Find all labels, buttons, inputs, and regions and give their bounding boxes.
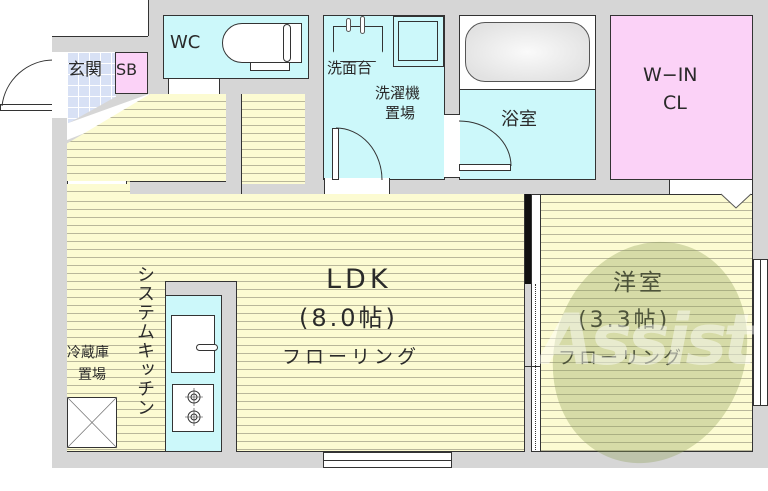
toilet-door-opening [168,79,220,95]
washroom-door-swing-icon [335,127,383,181]
bathtub-basin-icon [465,22,590,82]
shoe-box-label: SB [116,60,138,79]
washer-drain-icon [398,21,438,61]
bathroom-door-swing-icon [458,120,512,167]
washer-space-label-2: 置場 [385,104,416,122]
fridge-space-cross-icon [66,396,118,449]
entrance-opening [52,52,67,118]
washroom-door[interactable] [332,128,339,180]
kitchen-label: システムキッチン [134,265,155,417]
toilet-label: WC [170,32,201,53]
sliding-door-divider [525,366,541,367]
ldk-window-line [323,460,452,461]
closet-door-marker-icon [720,193,752,209]
washroom-door-opening [324,178,390,194]
shoe-box [115,52,148,94]
ldk-size: (8.0帖) [299,304,398,332]
bathroom-door[interactable] [459,164,511,171]
closet-opening [669,179,753,195]
western-room-flooring: フローリング [558,348,684,369]
outer-wall-top-edge [148,0,149,36]
washer-pan-icon [393,16,444,67]
bathroom-label: 浴室 [501,109,537,130]
washer-space-label-1: 洗濯機 [375,84,421,102]
western-room-size: (3.3帖) [578,308,671,333]
sliding-door-track-line [535,284,536,452]
stove-burner-icon [185,388,203,426]
hallway-partition-vertical [226,94,242,197]
bathroom-door-opening [444,114,460,178]
faucet-icon [346,18,351,32]
toilet-base-icon [250,62,290,71]
entrance-label: 玄関 [68,60,102,80]
sliding-door-panel[interactable] [525,194,531,284]
walk-in-closet [610,15,753,180]
ldk-floor-top-left [67,184,130,196]
fridge-space-label-2: 置場 [78,367,106,383]
western-room-window-line [760,259,761,406]
toilet-tank-icon [283,24,291,62]
stove-icon [172,384,214,432]
western-room-floor [540,194,753,452]
walk-in-closet-label-2: CL [663,92,687,114]
washstand-label: 洗面台 [327,59,373,77]
fridge-space-label-1: 冷蔵庫 [67,345,109,361]
washstand-sink-icon [333,26,383,62]
kitchen-faucet-icon [196,344,218,351]
walk-in-closet-label-1: W−IN [643,64,698,86]
ldk-flooring: フローリング [282,346,421,368]
watermark-text: Assist [540,299,757,381]
hallway-floor-right [237,94,305,184]
entrance-door-swing-icon [1,59,55,107]
ldk-name: LDK [326,264,392,295]
outer-wall-left-edge [52,36,148,37]
ldk-floor [67,194,525,452]
sliding-door-track[interactable] [531,194,541,452]
western-room-name: 洋室 [613,270,665,296]
faucet-icon-2 [360,16,365,34]
